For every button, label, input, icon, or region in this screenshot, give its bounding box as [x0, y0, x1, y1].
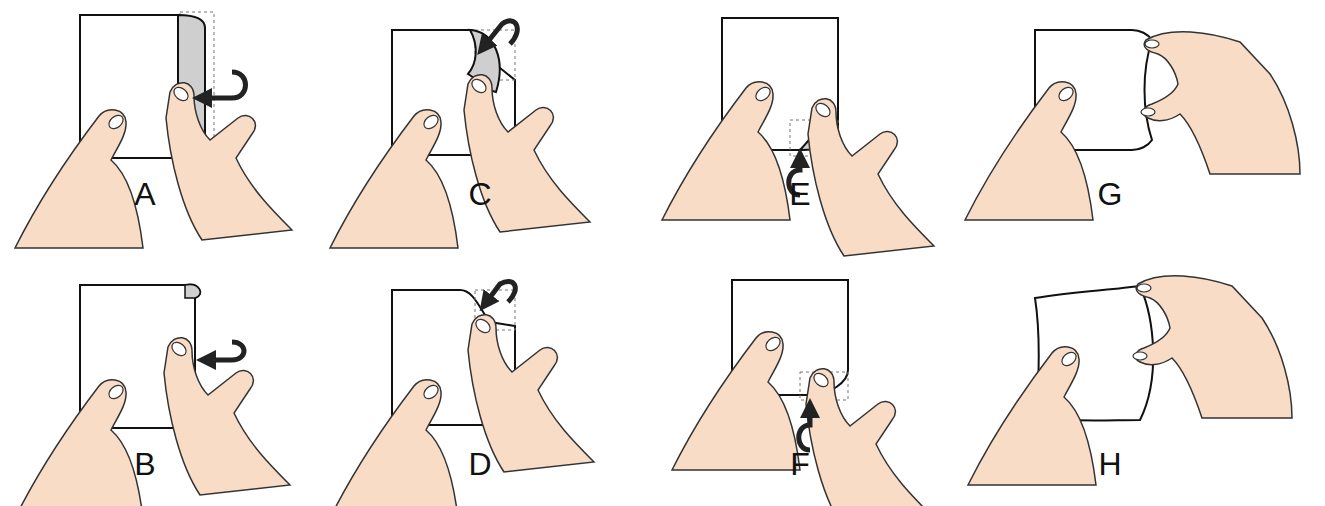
panel-letter: H [1098, 448, 1121, 480]
panel-letter: B [134, 448, 155, 480]
panel-letter: E [789, 178, 810, 210]
panel-letter: F [790, 448, 810, 480]
panel-letter: A [134, 178, 155, 210]
panel-letter: D [468, 448, 491, 480]
panel-letter: G [1098, 178, 1123, 210]
panel-letter: C [468, 178, 491, 210]
